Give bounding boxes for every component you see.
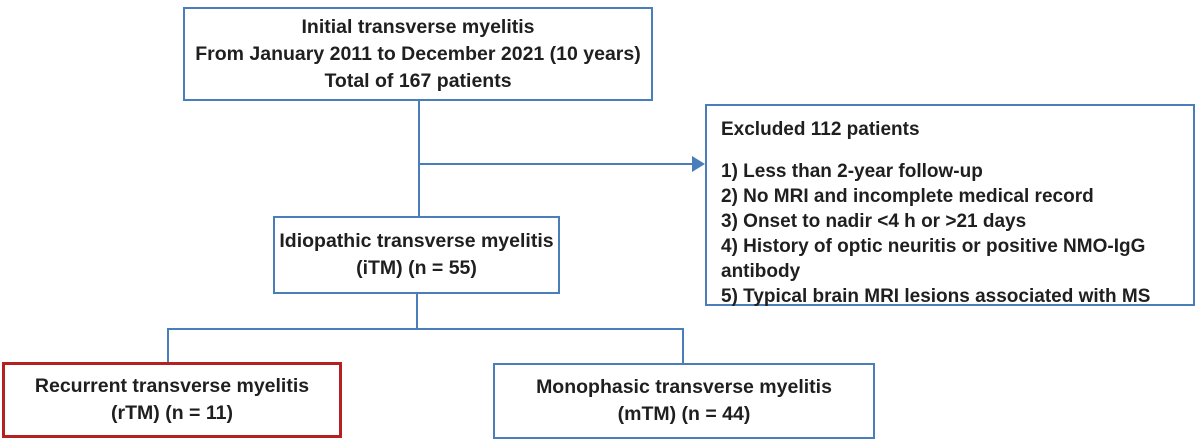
excluded-item-2: 2) No MRI and incomplete medical record — [721, 186, 1094, 207]
initial-tm-line-3: Total of 167 patients — [324, 69, 512, 92]
connector-to-excluded — [419, 163, 693, 165]
excluded-item-5: 5) Typical brain MRI lesions associated … — [721, 286, 1151, 307]
excluded-patients-box: Excluded 112 patients 1) Less than 2-yea… — [705, 104, 1195, 307]
monophasic-tm-box: Monophasic transverse myelitis (mTM) (n … — [493, 363, 875, 439]
initial-tm-line-1: Initial transverse myelitis — [301, 15, 535, 38]
initial-tm-box: Initial transverse myelitis From January… — [183, 7, 653, 101]
arrowhead-right-icon — [692, 156, 705, 172]
idiopathic-tm-box: Idiopathic transverse myelitis (iTM) (n … — [273, 216, 560, 294]
monophasic-tm-line-1: Monophasic transverse myelitis — [536, 376, 832, 398]
excluded-title: Excluded 112 patients — [721, 119, 920, 140]
connector-branch-horizontal — [167, 328, 684, 330]
connector-itm-stem — [416, 294, 418, 329]
connector-branch-right — [682, 329, 684, 363]
initial-tm-line-2: From January 2011 to December 2021 (10 y… — [195, 42, 641, 65]
idiopathic-tm-line-1: Idiopathic transverse myelitis — [279, 230, 554, 252]
monophasic-tm-line-2: (mTM) (n = 44) — [617, 403, 751, 425]
excluded-item-4: 4) History of optic neuritis or positive… — [721, 236, 1146, 282]
connector-branch-left — [167, 329, 169, 362]
recurrent-tm-box: Recurrent transverse myelitis (rTM) (n =… — [2, 362, 342, 438]
recurrent-tm-line-1: Recurrent transverse myelitis — [34, 375, 310, 397]
excluded-item-1: 1) Less than 2-year follow-up — [721, 161, 983, 182]
idiopathic-tm-line-2: (iTM) (n = 55) — [356, 257, 477, 279]
connector-initial-to-itm — [418, 101, 420, 216]
excluded-item-3: 3) Onset to nadir <4 h or >21 days — [721, 211, 1027, 232]
recurrent-tm-line-2: (rTM) (n = 11) — [111, 402, 233, 424]
